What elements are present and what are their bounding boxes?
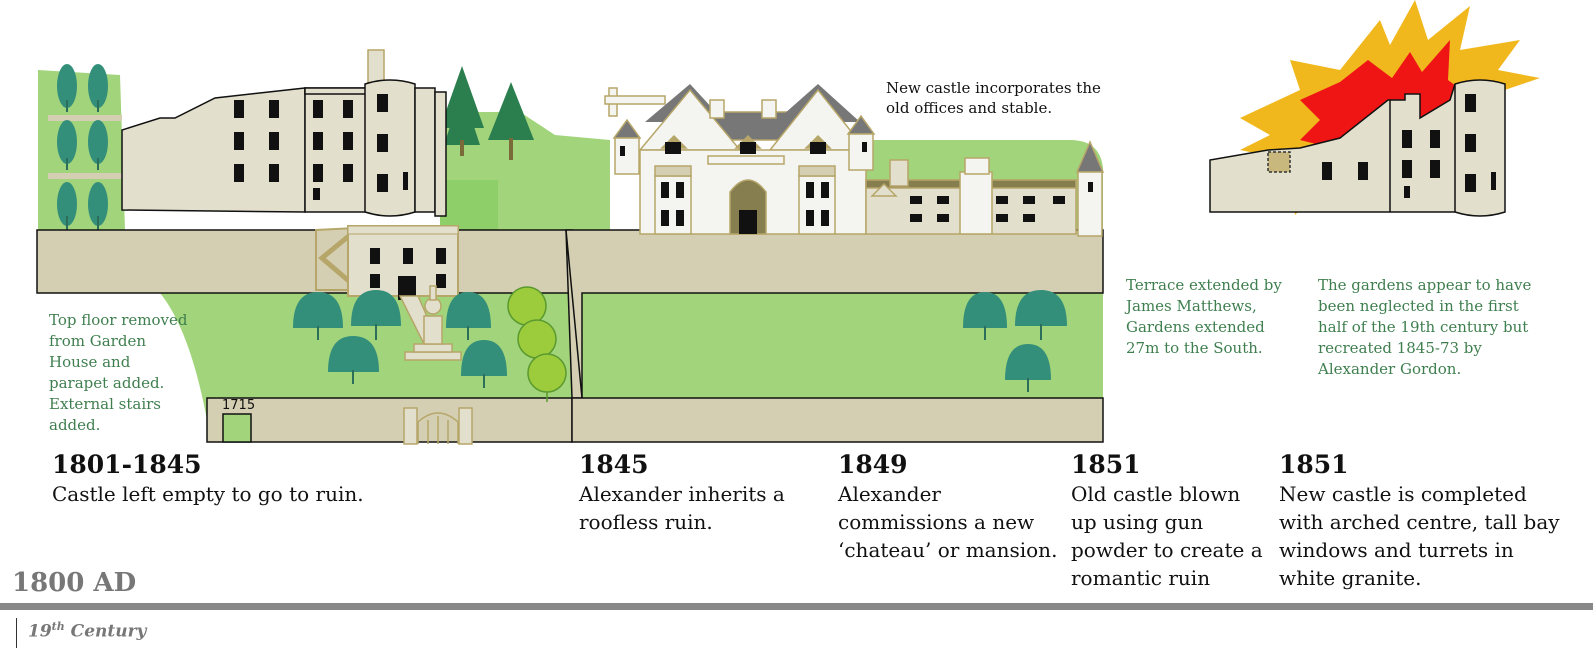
poplar-trees xyxy=(48,64,122,230)
century-word: Century xyxy=(64,621,147,642)
timeline-rule xyxy=(0,603,1593,610)
timeline-entry-1851-ruin: 1851 Old castle blown up using gun powde… xyxy=(1071,450,1266,592)
timeline-text: Castle left empty to go to ruin. xyxy=(52,482,364,506)
century-ordinal: th xyxy=(51,620,65,633)
timeline-text: Alexander inherits a roofless ruin. xyxy=(579,482,785,534)
terrace-walls xyxy=(36,229,1104,443)
grass-patch xyxy=(440,180,498,230)
timeline-entry-1801-1845: 1801-1845 Castle left empty to go to rui… xyxy=(52,450,382,508)
timeline-text: New castle is completed with arched cent… xyxy=(1279,482,1560,590)
timeline-entry-1849: 1849 Alexander commissions a new ‘chatea… xyxy=(838,450,1063,564)
marker-1715-label: 1715 xyxy=(222,398,256,413)
note-garden-house: Top floor removed from Garden House and … xyxy=(49,311,188,434)
offices-and-stable xyxy=(865,140,1105,237)
blown-up-castle-ruin xyxy=(1209,79,1506,217)
timeline-text: Alexander commissions a new ‘chateau’ or… xyxy=(838,482,1058,562)
grass-upper-left xyxy=(38,70,125,230)
century-label: 19th Century xyxy=(28,620,146,642)
timeline-year: 1851 xyxy=(1279,450,1349,479)
century-number: 19 xyxy=(28,621,52,642)
note-terrace-extended: Terrace extended by James Matthews, Gard… xyxy=(1126,276,1282,357)
era-label: 1800 AD xyxy=(12,568,137,598)
timeline-year: 1849 xyxy=(838,450,908,479)
garden-gate xyxy=(403,407,473,445)
timeline-year: 1801-1845 xyxy=(52,450,202,479)
timeline-year: 1851 xyxy=(1071,450,1141,479)
timeline-year: 1845 xyxy=(579,450,649,479)
new-castle-chateau xyxy=(604,84,876,235)
garden-statue xyxy=(404,285,462,361)
garden-trees xyxy=(293,286,1067,402)
timeline-entry-1845: 1845 Alexander inherits a roofless ruin. xyxy=(579,450,799,536)
century-tick xyxy=(16,618,17,648)
note-new-castle-offices: New castle incorporates the old offices … xyxy=(886,79,1101,117)
marker-1715-box xyxy=(222,413,252,443)
timeline-text: Old castle blown up using gun powder to … xyxy=(1071,482,1263,590)
note-gardens-recreated: The gardens appear to have been neglecte… xyxy=(1318,276,1532,378)
garden-house xyxy=(315,225,459,347)
timeline-entry-1851-completed: 1851 New castle is completed with arched… xyxy=(1279,450,1569,592)
pine-trees xyxy=(440,66,534,160)
old-castle-ruin xyxy=(121,49,447,217)
